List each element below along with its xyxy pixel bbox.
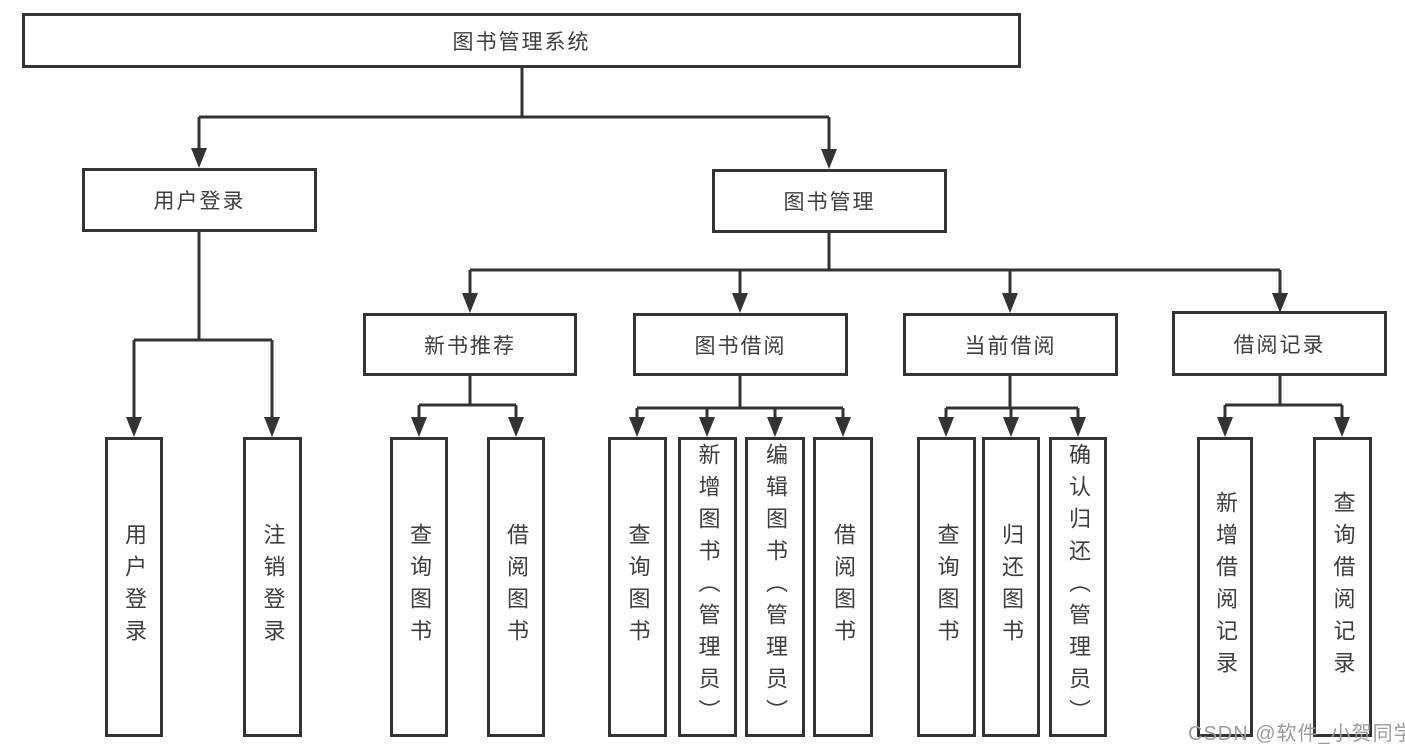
- node-user-login: 用户登录: [82, 168, 317, 232]
- leaf-return-book: 归还图书: [982, 437, 1040, 737]
- node-new-book-recommend-label: 新书推荐: [424, 334, 516, 358]
- node-user-login-label: 用户登录: [153, 190, 246, 213]
- node-library-system-label: 图书管理系统: [452, 30, 591, 54]
- leaf-return-book-label: 归还图书: [999, 523, 1024, 651]
- leaf-search-book-current: 查询图书: [917, 437, 976, 737]
- leaf-search-book-borrow: 查询图书: [608, 437, 667, 737]
- leaf-search-book-borrow-label: 查询图书: [625, 523, 651, 651]
- node-book-borrow: 图书借阅: [633, 313, 848, 376]
- leaf-edit-book-admin-label: 编辑图书（管理员）: [763, 443, 788, 731]
- leaf-user-login-label: 用户登录: [122, 523, 147, 651]
- leaf-edit-book-admin: 编辑图书（管理员）: [745, 437, 805, 737]
- node-book-management-label: 图书管理: [783, 191, 876, 214]
- leaf-search-borrow-record: 查询借阅记录: [1313, 437, 1372, 737]
- node-borrow-record-label: 借阅记录: [1233, 333, 1326, 357]
- leaf-search-book-recommend-label: 查询图书: [407, 523, 432, 651]
- node-new-book-recommend: 新书推荐: [363, 313, 577, 376]
- leaf-confirm-return-admin: 确认归还（管理员）: [1049, 437, 1107, 737]
- leaf-add-book-admin: 新增图书（管理员）: [678, 437, 737, 737]
- node-current-borrow: 当前借阅: [903, 313, 1118, 376]
- node-book-management: 图书管理: [712, 169, 947, 233]
- leaf-search-book-recommend: 查询图书: [390, 437, 448, 737]
- leaf-logout-label: 注销登录: [260, 523, 286, 651]
- leaf-search-borrow-record-label: 查询借阅记录: [1330, 491, 1356, 683]
- leaf-borrow-book-recommend: 借阅图书: [487, 437, 545, 737]
- node-borrow-record: 借阅记录: [1172, 311, 1387, 376]
- node-book-borrow-label: 图书借阅: [694, 334, 787, 358]
- leaf-confirm-return-admin-label: 确认归还（管理员）: [1066, 443, 1091, 731]
- watermark: CSDN @软件_小贺同学: [1188, 723, 1405, 745]
- leaf-add-borrow-record: 新增借阅记录: [1197, 437, 1253, 737]
- leaf-user-login: 用户登录: [105, 437, 163, 737]
- leaf-add-book-admin-label: 新增图书（管理员）: [695, 443, 721, 731]
- connector-stems: [132, 68, 1344, 419]
- node-library-system: 图书管理系统: [22, 13, 1021, 68]
- leaf-search-book-current-label: 查询图书: [934, 523, 960, 651]
- arrowheads: [126, 148, 1350, 437]
- leaf-borrow-book: 借阅图书: [813, 437, 873, 737]
- leaf-logout: 注销登录: [243, 437, 302, 737]
- leaf-add-borrow-record-label: 新增借阅记录: [1213, 491, 1238, 683]
- node-current-borrow-label: 当前借阅: [964, 334, 1057, 358]
- leaf-borrow-book-label: 借阅图书: [831, 523, 856, 651]
- leaf-borrow-book-recommend-label: 借阅图书: [504, 523, 529, 651]
